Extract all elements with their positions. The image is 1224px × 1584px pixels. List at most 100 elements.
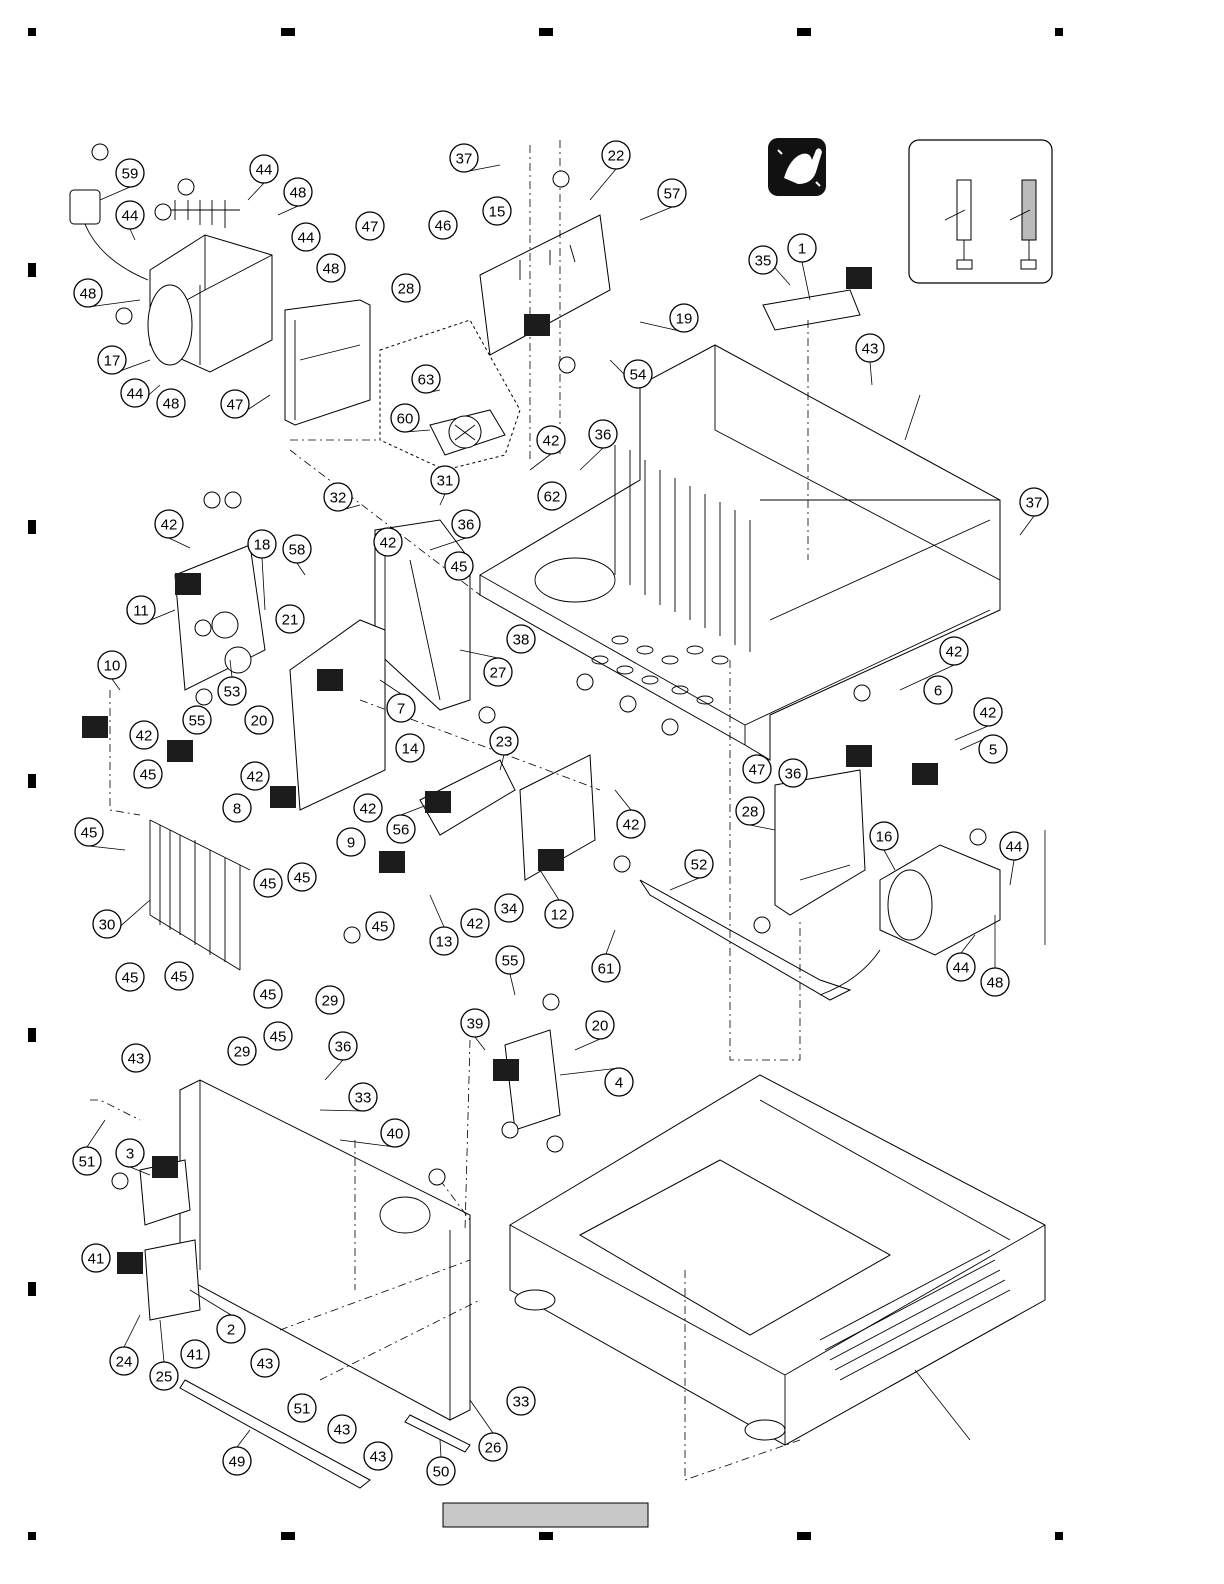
callout-36: 36: [451, 509, 481, 539]
callout-number: 44: [1006, 839, 1023, 856]
callout-33: 33: [348, 1082, 378, 1112]
callout-number: 45: [372, 919, 389, 936]
callout-number: 46: [435, 218, 452, 235]
callout-56: 56: [386, 814, 416, 844]
callout-number: 51: [79, 1154, 96, 1171]
callout-39: 39: [460, 1008, 490, 1038]
callout-51: 51: [72, 1146, 102, 1176]
callout-48: 48: [283, 177, 313, 207]
callout-61: 61: [591, 953, 621, 983]
registration-marks: [28, 28, 1063, 1540]
callout-13: 13: [429, 926, 459, 956]
callout-number: 42: [467, 916, 484, 933]
callout-number: 33: [513, 1394, 530, 1411]
callout-57: 57: [657, 178, 687, 208]
callout-number: 48: [163, 396, 180, 413]
callout-number: 26: [485, 1440, 502, 1457]
callout-43: 43: [855, 333, 885, 363]
callout-number: 48: [290, 185, 307, 202]
callout-number: 45: [122, 970, 139, 987]
callout-3: 3: [115, 1138, 145, 1168]
callout-number: 49: [229, 1454, 246, 1471]
black-tag: [493, 1059, 519, 1081]
callout-number: 42: [247, 769, 264, 786]
callout-28: 28: [391, 273, 421, 303]
callout-number: 36: [785, 766, 802, 783]
callout-19: 19: [669, 303, 699, 333]
callout-63: 63: [411, 364, 441, 394]
callout-42: 42: [939, 636, 969, 666]
callout-43: 43: [121, 1043, 151, 1073]
callout-14: 14: [395, 733, 425, 763]
callout-number: 12: [551, 907, 568, 924]
callout-42: 42: [536, 425, 566, 455]
callout-number: 58: [289, 542, 306, 559]
callout-15: 15: [482, 196, 512, 226]
callout-number: 45: [294, 870, 311, 887]
callout-51: 51: [287, 1393, 317, 1423]
callout-45: 45: [263, 1021, 293, 1051]
callout-number: 1: [798, 241, 806, 258]
black-tag: [152, 1156, 178, 1178]
callout-number: 53: [224, 684, 241, 701]
callout-number: 18: [254, 537, 271, 554]
callout-number: 45: [260, 876, 277, 893]
mini-marker: [203, 491, 221, 509]
black-tag: [538, 849, 564, 871]
callout-36: 36: [588, 419, 618, 449]
callout-number: 34: [501, 901, 518, 918]
callout-number: 42: [380, 535, 397, 552]
callout-number: 32: [330, 490, 347, 507]
black-tag: [846, 745, 872, 767]
callout-number: 16: [876, 829, 893, 846]
callout-44: 44: [249, 154, 279, 184]
mini-marker: [558, 356, 576, 374]
callout-25: 25: [149, 1361, 179, 1391]
callout-12: 12: [544, 899, 574, 929]
callout-number: 37: [456, 151, 473, 168]
callout-number: 10: [104, 658, 121, 675]
black-tag: [846, 267, 872, 289]
mini-marker: [194, 619, 212, 637]
callout-number: 59: [122, 166, 139, 183]
mini-marker: [853, 684, 871, 702]
callout-number: 3: [126, 1146, 134, 1163]
callout-number: 44: [256, 162, 273, 179]
callout-number: 36: [335, 1039, 352, 1056]
callout-44: 44: [999, 831, 1029, 861]
callout-48: 48: [980, 967, 1010, 997]
callout-number: 35: [755, 253, 772, 270]
callout-42: 42: [973, 697, 1003, 727]
callout-41: 41: [81, 1243, 111, 1273]
mini-marker: [111, 1172, 129, 1190]
mini-marker: [428, 1168, 446, 1186]
callout-53: 53: [217, 676, 247, 706]
callout-number: 50: [433, 1464, 450, 1481]
black-tag: [524, 314, 550, 336]
callout-number: 42: [360, 801, 377, 818]
callout-number: 45: [140, 767, 157, 784]
mini-marker: [969, 828, 987, 846]
callout-31: 31: [430, 465, 460, 495]
callout-number: 41: [187, 1347, 204, 1364]
callout-number: 42: [980, 705, 997, 722]
callout-number: 27: [490, 665, 507, 682]
callout-62: 62: [537, 481, 567, 511]
callout-number: 57: [664, 186, 681, 203]
callout-24: 24: [109, 1346, 139, 1376]
callout-43: 43: [363, 1441, 393, 1471]
callout-45: 45: [287, 862, 317, 892]
callout-46: 46: [428, 210, 458, 240]
callout-number: 43: [370, 1449, 387, 1466]
black-tag: [912, 763, 938, 785]
callout-number: 6: [934, 683, 942, 700]
mini-marker: [478, 706, 496, 724]
callout-number: 17: [104, 353, 121, 370]
mini-marker: [546, 1135, 564, 1153]
callout-34: 34: [494, 893, 524, 923]
callout-number: 9: [347, 835, 355, 852]
callout-17: 17: [97, 345, 127, 375]
callout-42: 42: [353, 793, 383, 823]
callout-number: 38: [513, 632, 530, 649]
